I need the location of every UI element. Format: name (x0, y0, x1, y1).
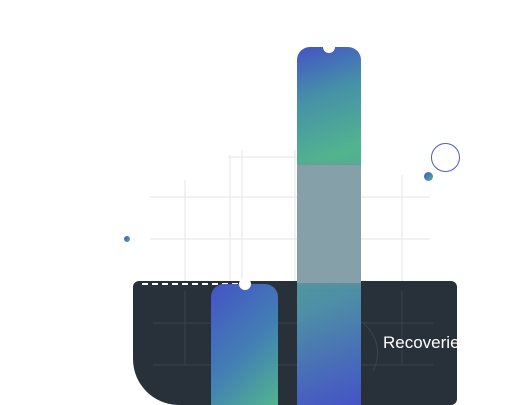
ring-icon (431, 143, 460, 172)
dashed-line (142, 283, 238, 285)
highlight-segment (297, 165, 361, 283)
panel-caption: Recoverie (383, 333, 457, 352)
dot-icon (424, 172, 433, 181)
gradient-bar-tall (297, 47, 361, 405)
gradient-bar-short (211, 284, 278, 405)
dark-panel: Recoverie (133, 281, 457, 405)
dot-icon (124, 236, 130, 242)
bar-notch (239, 278, 251, 290)
bar-notch (323, 41, 335, 53)
